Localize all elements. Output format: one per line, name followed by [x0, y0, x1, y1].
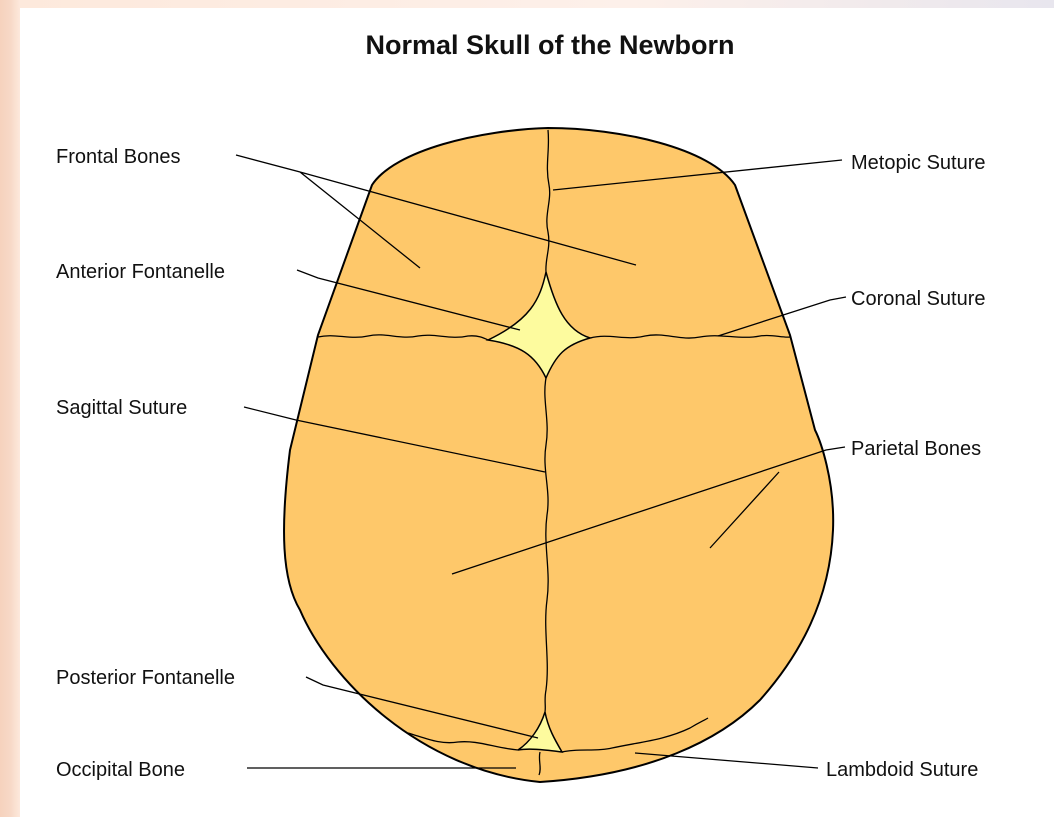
- label-coronal-suture: Coronal Suture: [851, 288, 986, 310]
- label-frontal-bones: Frontal Bones: [56, 146, 181, 168]
- label-posterior-fontanelle: Posterior Fontanelle: [56, 667, 235, 689]
- label-anterior-fontanelle: Anterior Fontanelle: [56, 261, 225, 283]
- label-metopic-suture: Metopic Suture: [851, 152, 986, 174]
- label-sagittal-suture: Sagittal Suture: [56, 397, 187, 419]
- skull-outline: [284, 128, 833, 782]
- label-lambdoid-suture: Lambdoid Suture: [826, 759, 978, 781]
- leader-lambdoid-suture: [635, 753, 818, 768]
- label-occipital-bone: Occipital Bone: [56, 759, 185, 781]
- label-parietal-bones: Parietal Bones: [851, 438, 981, 460]
